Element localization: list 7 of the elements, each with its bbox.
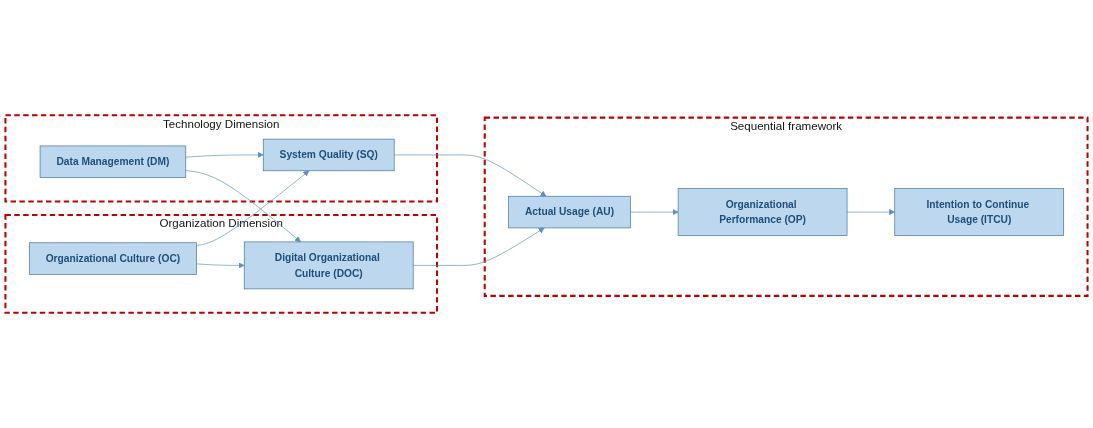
- node-box: Actual Usage (AU): [508, 195, 631, 229]
- node-box: Intention to Continue Usage (ITCU): [894, 188, 1065, 236]
- node-box: Data Management (DM): [39, 145, 187, 178]
- node-box: Digital Organizational Culture (DOC): [243, 241, 414, 290]
- node-box: System Quality (SQ): [262, 138, 395, 172]
- node-box: Organizational Culture (OC): [28, 242, 197, 275]
- node-box: Organizational Performance (OP): [677, 188, 848, 236]
